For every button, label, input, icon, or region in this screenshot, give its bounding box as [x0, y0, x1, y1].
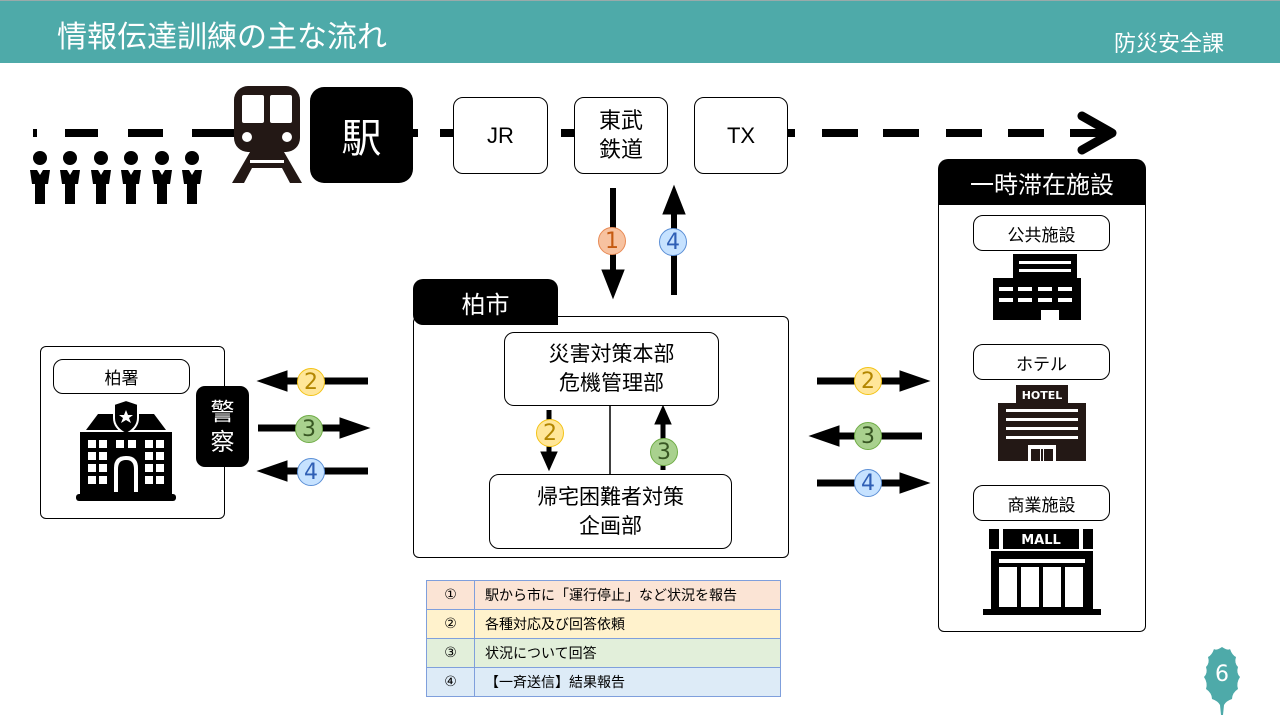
department-label: 防災安全課	[1113, 32, 1224, 57]
legend-num: ②	[426, 609, 475, 639]
person-icon	[30, 151, 50, 204]
police-step-badge-4: 4	[297, 458, 325, 486]
police-station-icon	[76, 398, 176, 501]
city-container	[413, 316, 789, 558]
police-label-char2: 察	[210, 427, 235, 456]
disaster-hq-line1: 災害対策本部	[548, 342, 675, 366]
police-arrow-4-head	[256, 460, 288, 482]
legend-row-1: ① 駅から市に「運行停止」など状況を報告	[426, 580, 781, 610]
legend-row-3: ③ 状況について回答	[426, 638, 781, 668]
legend-text: 【一斉送信】結果報告	[474, 667, 781, 697]
person-icon	[91, 151, 111, 204]
step-badge-2: 2	[536, 419, 564, 447]
page-number: 6	[1215, 662, 1229, 687]
step-badge-3: 3	[650, 438, 678, 466]
facility-public-label: 公共施設	[973, 215, 1110, 251]
shelter-label: 一時滞在施設	[938, 159, 1146, 205]
city-arrow-3-head	[654, 404, 672, 425]
legend-text: 各種対応及び回答依頼	[474, 609, 781, 639]
operator-tobu: 東武 鉄道	[574, 97, 668, 174]
shelter-step-badge-3: 3	[854, 422, 882, 450]
stranded-planning-line1: 帰宅困難者対策	[537, 484, 684, 509]
legend-num: ①	[426, 580, 475, 610]
operator-tx: TX	[694, 97, 788, 174]
step-badge-4: 4	[659, 228, 687, 256]
facility-mall-label: 商業施設	[973, 485, 1110, 521]
police-step-badge-2: 2	[297, 368, 325, 396]
legend-num: ③	[426, 638, 475, 668]
mall-icon: MALL	[983, 529, 1101, 615]
train-icon	[232, 86, 302, 183]
shelter-arrow-3-head	[808, 425, 840, 447]
legend-text: 状況について回答	[474, 638, 781, 668]
public-building-icon	[993, 254, 1081, 320]
header-bar	[0, 0, 1280, 63]
legend-row-2: ② 各種対応及び回答依頼	[426, 609, 781, 639]
person-icon	[121, 151, 141, 204]
police-label: 警 察	[196, 386, 249, 467]
police-label-char1: 警	[210, 397, 235, 426]
shelter-arrow-4-head	[899, 472, 931, 494]
page-number-leaf-icon	[1204, 647, 1240, 715]
mall-sign: MALL	[1021, 533, 1061, 548]
legend-text: 駅から市に「運行停止」など状況を報告	[474, 580, 781, 610]
police-arrow-3-head	[339, 417, 371, 439]
arrow-head-step4	[662, 184, 686, 215]
legend-num: ④	[426, 667, 475, 697]
stranded-planning-line2: 企画部	[579, 513, 642, 538]
arrow-head-step1	[601, 269, 625, 300]
city-arrow-2-head	[540, 451, 558, 472]
shelter-arrow-2-head	[899, 370, 931, 392]
operator-jr: JR	[453, 97, 548, 174]
disaster-hq-box: 災害対策本部 危機管理部	[504, 332, 719, 406]
stranded-planning-box: 帰宅困難者対策 企画部	[489, 474, 732, 549]
facility-hotel-label: ホテル	[973, 344, 1110, 380]
legend-row-4: ④ 【一斉送信】結果報告	[426, 667, 781, 697]
legend-table: ① 駅から市に「運行停止」など状況を報告 ② 各種対応及び回答依頼 ③ 状況につ…	[426, 580, 781, 697]
person-icon	[182, 151, 202, 204]
city-label: 柏市	[413, 279, 558, 325]
police-arrow-2-head	[256, 370, 288, 392]
police-station-name: 柏署	[53, 359, 190, 394]
disaster-hq-line2: 危機管理部	[559, 371, 664, 395]
step-badge-1: 1	[598, 227, 626, 255]
timeline-arrowhead	[1077, 111, 1117, 155]
person-icon	[60, 151, 80, 204]
station-box: 駅	[310, 87, 413, 183]
person-icon	[152, 151, 172, 204]
commuters-icon	[30, 151, 202, 204]
hotel-icon: HOTEL	[998, 385, 1086, 461]
hotel-sign: HOTEL	[1022, 389, 1063, 402]
shelter-step-badge-2: 2	[854, 367, 882, 395]
page-title: 情報伝達訓練の主な流れ	[57, 20, 387, 55]
shelter-step-badge-4: 4	[854, 469, 882, 497]
police-step-badge-3: 3	[295, 415, 323, 443]
